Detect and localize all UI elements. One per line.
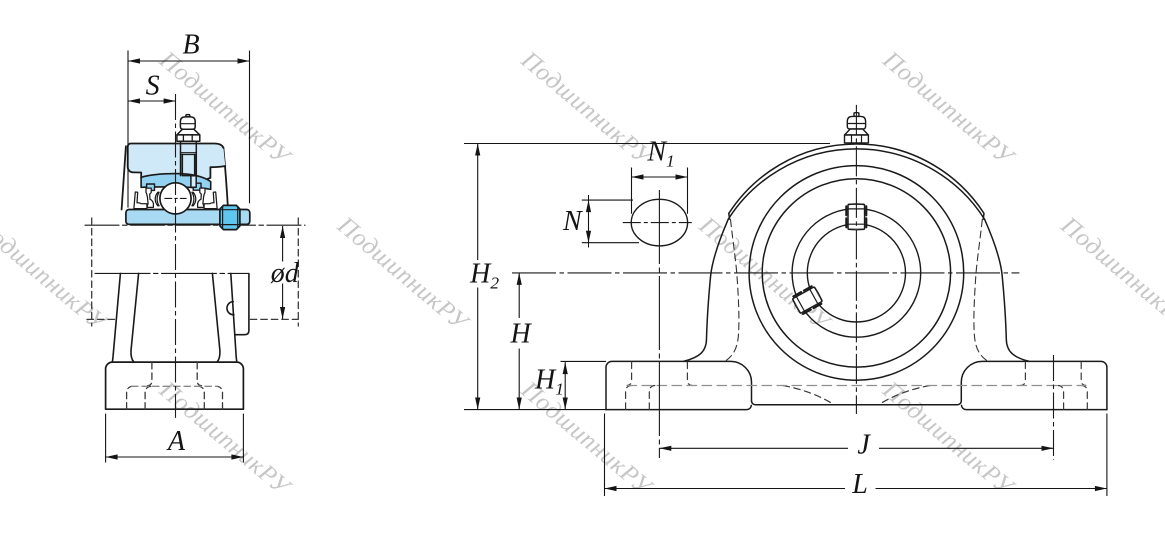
- svg-text:L: L: [851, 469, 868, 500]
- svg-text:H: H: [509, 319, 532, 350]
- svg-text:ød: ød: [270, 258, 300, 289]
- svg-text:A: A: [166, 426, 186, 457]
- svg-text:J: J: [857, 430, 871, 461]
- svg-text:S: S: [146, 71, 160, 102]
- svg-text:N: N: [562, 206, 583, 237]
- svg-text:B: B: [182, 30, 199, 61]
